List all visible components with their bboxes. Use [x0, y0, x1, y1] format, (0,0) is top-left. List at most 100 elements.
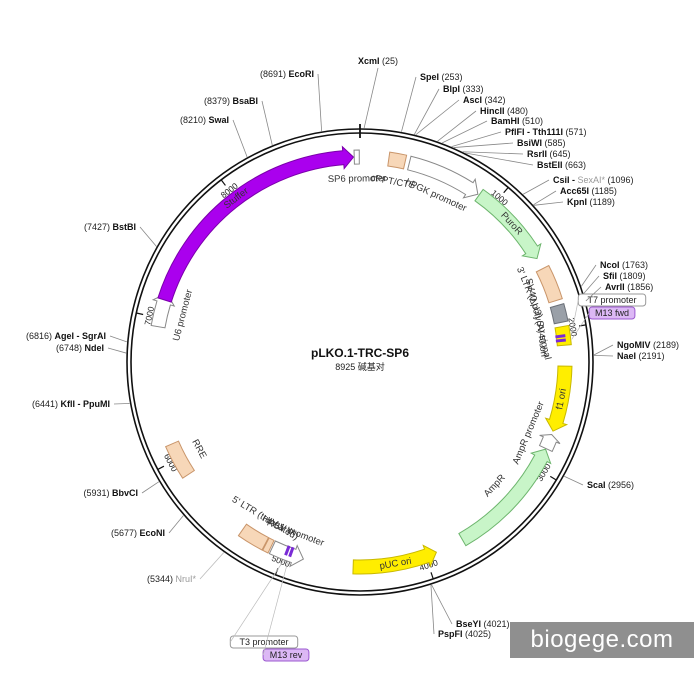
- site-bseyi: BseYI (4021): [456, 619, 510, 629]
- site-csii-sexai: CsiI - SexAI* (1096): [553, 175, 634, 185]
- tick-mark: [503, 187, 509, 194]
- site-ecori: (8691) EcoRI: [260, 69, 314, 79]
- site-leader: [593, 344, 614, 356]
- primer-label-m13-fwd: M13 fwd: [595, 308, 629, 318]
- primer-label-t7-promoter: T7 promoter: [587, 295, 636, 305]
- site-leader: [581, 264, 597, 287]
- feature-sp6-promoter: [353, 149, 360, 165]
- site-avrii: AvrII (1856): [605, 282, 653, 292]
- feature-label-sp6-promoter: SP6 promoter: [328, 173, 387, 185]
- site-kpni: KpnI (1189): [567, 197, 615, 207]
- feature-hpgk-promoter: [407, 155, 479, 199]
- primer-leader: [571, 312, 590, 340]
- tick-mark: [549, 475, 557, 481]
- site-leader: [437, 110, 477, 142]
- site-leader: [453, 142, 514, 148]
- primer-mark-t7-promoter: [555, 334, 566, 339]
- feature-f1-ori: [544, 365, 573, 432]
- site-leader: [109, 335, 127, 343]
- site-pspfi: PspFI (4025): [438, 629, 491, 639]
- site-leader: [261, 100, 273, 146]
- site-leader: [414, 88, 440, 135]
- site-ndei: (6748) NdeI: [56, 343, 104, 353]
- site-leader: [107, 347, 127, 354]
- feature-label-rre: RRE: [189, 438, 208, 461]
- feature-ampr-promoter: [538, 434, 561, 453]
- feature-cppt-cts: [387, 151, 408, 170]
- primer-leader: [230, 560, 284, 643]
- primer-leader: [570, 299, 579, 335]
- site-asci: AscI (342): [463, 95, 506, 105]
- site-nrui: (5344) NruI*: [147, 574, 197, 584]
- watermark: biogege.com: [510, 622, 694, 658]
- plasmid-length: 8925 碱基对: [335, 361, 385, 372]
- site-leader: [585, 286, 602, 302]
- site-leader: [465, 152, 534, 166]
- site-leader: [141, 481, 160, 494]
- site-sfii: SfiI (1809): [603, 271, 646, 281]
- site-leader: [199, 552, 225, 580]
- site-leader: [113, 403, 130, 405]
- site-leader: [462, 151, 524, 155]
- site-kfli-ppumi: (6441) KflI - PpuMI: [32, 399, 110, 409]
- site-bstbi: (7427) BstBI: [84, 222, 136, 232]
- site-bsiwi: BsiWI (585): [517, 138, 566, 148]
- primer-leader: [262, 562, 288, 656]
- primer-mark-m13-fwd: [555, 338, 566, 343]
- feature-5-ltr-truncated: [237, 523, 270, 551]
- site-blpi: BlpI (333): [443, 84, 484, 94]
- site-leader: [593, 354, 614, 357]
- tick-mark: [220, 179, 226, 186]
- site-leader: [363, 67, 379, 129]
- site-rsrii: RsrII (645): [527, 149, 571, 159]
- site-econi: (5677) EcoNI: [111, 528, 165, 538]
- feature-puror: [474, 188, 542, 260]
- feature-hiv-1: [262, 537, 275, 554]
- feature-puc-ori: [352, 544, 438, 575]
- tick-mark: [578, 324, 587, 327]
- site-leader: [451, 131, 502, 148]
- site-leader: [139, 226, 157, 247]
- primer-mark-t3-promoter: [284, 545, 291, 556]
- plasmid-title: pLKO.1-TRC-SP6: [311, 346, 409, 360]
- site-leader: [232, 119, 248, 158]
- feature-label-f1-ori: f1 ori: [554, 388, 569, 411]
- site-naei: NaeI (2191): [617, 351, 665, 361]
- backbone-ring: [126, 124, 594, 596]
- site-xcmi: XcmI (25): [358, 56, 398, 66]
- site-leader: [522, 179, 550, 195]
- site-hincii: HincII (480): [480, 106, 528, 116]
- site-leader: [533, 190, 557, 206]
- site-ncoi: NcoI (1763): [600, 260, 648, 270]
- site-leader: [317, 73, 323, 132]
- feature-3-ltr-u3: [535, 264, 563, 304]
- site-bsabi: (8379) BsaBI: [204, 96, 258, 106]
- tick-mark: [136, 312, 144, 316]
- site-leader: [583, 275, 600, 294]
- feature-ampr: [458, 448, 552, 547]
- primer-label-m13-rev: M13 rev: [270, 650, 303, 660]
- site-leader: [415, 99, 460, 136]
- primer-mark-m13-rev: [288, 546, 295, 558]
- primer-label-t3-promoter: T3 promoter: [239, 637, 288, 647]
- site-scai: ScaI (2956): [587, 480, 634, 490]
- site-swai: (8210) SwaI: [180, 115, 229, 125]
- site-leader: [401, 76, 417, 132]
- scale-ticks: 10002000300040005000600070008000: [136, 179, 587, 580]
- site-leader: [431, 584, 453, 625]
- feature-label-puc-ori: pUC ori: [379, 556, 413, 572]
- site-acc65i: Acc65I (1185): [560, 186, 617, 196]
- site-leader: [533, 201, 564, 206]
- tick-mark: [157, 465, 165, 470]
- site-bbvci: (5931) BbvCI: [83, 488, 138, 498]
- site-spei: SpeI (253): [420, 72, 463, 82]
- site-bsteii: BstEII (663): [537, 160, 586, 170]
- site-leader: [168, 515, 184, 534]
- feature-stuffer: [157, 145, 355, 303]
- site-leader: [442, 120, 488, 144]
- site-leader: [430, 584, 435, 635]
- feature-rre: [164, 440, 196, 479]
